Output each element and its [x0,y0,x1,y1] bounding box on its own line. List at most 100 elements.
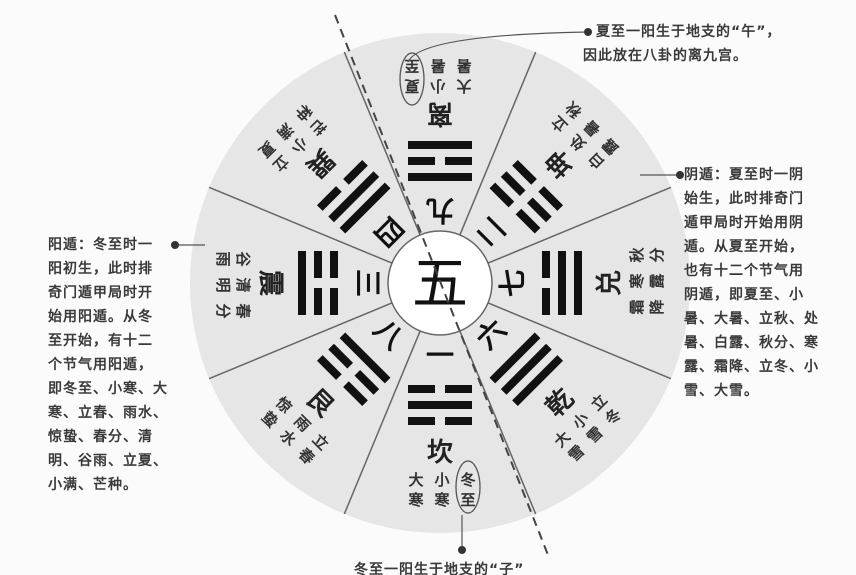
palace-name: 坎 [427,438,453,468]
note-line: 暑、大暑、立秋、处 [684,311,819,327]
trigram-line-broken [330,251,338,278]
trigram-line-broken [314,251,322,278]
palace-兑: 七兑秋分寒露霜降 [496,247,666,316]
solar-term: 至 [404,57,419,75]
trigram-line-broken [445,385,472,393]
note-winter-solstice: 冬至一阳生于地支的“子” [354,558,524,575]
trigram-line-broken [542,288,550,315]
callout-dot [584,28,592,36]
trigram-line-broken [512,159,537,185]
note-line: 冬至一阳生于地支的“子” [354,562,525,575]
trigram-line-solid [489,332,541,384]
note-line: 小满、芒种。 [48,477,138,493]
note-line: 因此放在八卦的离九宫。 [583,48,748,64]
note-line: 阳遁：冬至时一 [48,237,153,253]
note-yin-dun: 阴遁：夏至时一阴始生，此时排奇门遁甲局时开始用阴遁。从夏至开始， 也有十二个节气用… [684,163,819,403]
palace-name: 离 [427,98,453,129]
solar-term: 雨 [214,251,232,266]
trigram-line-broken [408,157,435,165]
callout-dot [171,241,179,249]
solar-term: 谷 [234,251,252,267]
solar-term: 寒 [408,491,424,509]
sector-divider [487,302,672,380]
solar-term: 霜 [628,299,646,315]
trigram-line-broken [542,251,550,278]
solar-term: 明 [214,277,232,292]
trigram-line-broken [328,343,354,369]
note-yang-dun: 阳遁：冬至时一阳初生，此时排奇门遁甲局时开始用阳遁。从冬至开始，有十二个节气用阳… [48,233,168,497]
sector-divider [208,302,393,380]
palace-number: 一 [426,339,454,372]
note-line: 寒、立春、雨水、 [48,405,168,421]
trigram-line-solid [500,343,552,395]
trigram-line-solid [339,182,391,234]
note-line: 暑、白露、秋分、寒 [684,335,819,351]
solar-term: 暑 [456,57,471,75]
trigram-line-solid [408,141,472,149]
trigram-line-broken [343,159,368,185]
trigram-line-broken [330,288,338,315]
trigram-line-solid [512,355,564,407]
trigram-line-broken [500,171,526,197]
note-line: 始生，此时排奇门 [684,191,804,207]
solar-term: 至 [460,491,475,509]
solar-term: 大 [408,471,423,489]
palace-number: 三 [351,269,384,297]
note-line: 也有十二个节气用 [684,263,804,279]
trigram-line-solid [328,171,380,223]
term-highlight-oval [399,52,425,106]
trigram-line-broken [445,417,472,425]
center-number: 五 [412,252,468,317]
sector-divider [343,330,421,515]
note-line: 夏至一阳生于地支的“午”， [596,24,782,40]
note-summer-solstice: 夏至一阳生于地支的“午”， 因此放在八卦的离九宫。 [583,20,782,68]
solar-term: 小 [434,471,449,489]
solar-term: 秋 [628,247,646,263]
trigram-line-broken [316,355,342,380]
note-line: 露、霜降、立冬、小 [684,359,819,375]
trigram-line-solid [408,401,472,409]
trigram-line-solid [298,251,306,315]
note-line: 明、谷雨、立夏、 [48,453,168,469]
solar-term: 分 [648,247,666,262]
callout-dot [458,546,466,554]
solar-term: 寒 [628,273,646,289]
callout-dot [676,171,684,179]
palace-巽: 四巽立夏小满芒种 [254,100,410,253]
solar-term: 露 [648,273,666,289]
palace-number: 七 [496,269,529,297]
note-line: 雪、大雪。 [684,383,759,399]
trigram-line-solid [408,173,472,181]
note-line: 遁。从夏至开始， [684,239,804,255]
note-line: 惊蛰、春分、清 [48,429,153,445]
note-line: 遁甲局时开始用阴 [684,215,804,231]
solar-term: 清 [234,277,252,292]
note-line: 阴遁，即夏至、小 [684,287,804,303]
sector-divider [208,186,393,264]
trigram-line-broken [354,369,380,395]
note-line: 个节气用阳遁， [48,357,153,373]
trigram-line-broken [489,182,515,208]
solar-term: 小 [430,77,445,95]
solar-term: 大 [456,77,471,95]
note-line: 始用阳遁。从冬 [48,309,153,325]
sector-divider [459,330,537,515]
solar-term: 春 [234,303,252,318]
trigram-line-solid [558,251,566,315]
solar-term: 夏 [404,77,421,95]
note-line: 阳初生，此时排 [48,261,153,277]
trigram-line-solid [574,251,582,315]
palace-number: 九 [426,194,454,227]
sector-divider [487,186,672,264]
note-line: 奇门遁甲局时开 [48,285,153,301]
term-highlight-oval [455,460,481,514]
trigram-line-broken [314,288,322,315]
solar-term: 暑 [430,57,445,75]
trigram-line-solid [339,332,391,384]
note-line: 阴遁：夏至时一阴 [684,167,804,183]
solar-term: 冬 [460,471,475,489]
